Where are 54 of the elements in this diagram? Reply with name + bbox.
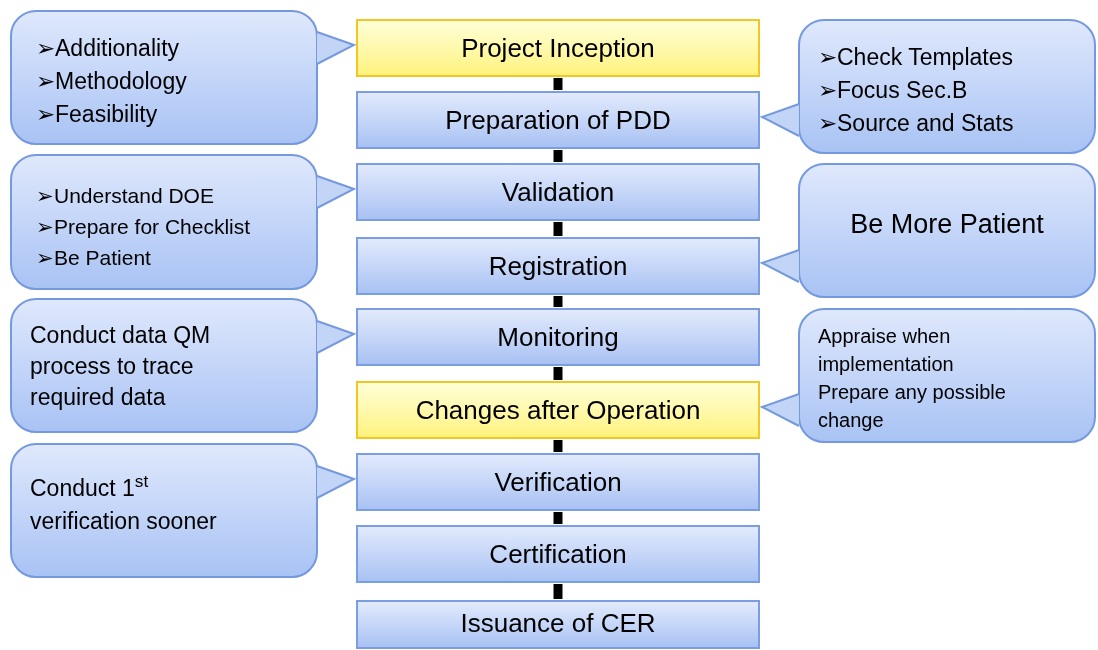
node-text: ➢Be Patient: [36, 245, 152, 271]
node-text: ➢Focus Sec.B: [818, 76, 969, 105]
process-box: [356, 308, 760, 366]
node-text: Registration: [488, 249, 628, 283]
callout-pointer: [316, 31, 357, 65]
node-text: ➢Understand DOE: [36, 183, 215, 209]
connector-line: [553, 512, 563, 524]
callout-pointer: [759, 249, 800, 283]
node-text: Appraise when implementation: [818, 324, 955, 377]
connector-line: [553, 296, 563, 307]
callout-pointer: [759, 103, 800, 137]
connector-line: [553, 584, 563, 599]
highlighted-process-box: [356, 19, 760, 77]
node-text: Monitoring: [497, 320, 619, 354]
node-text: ➢Prepare for Checklist: [36, 214, 252, 240]
node-text: Be More Patient: [850, 208, 1044, 242]
node-text: ➢Feasibility: [36, 100, 159, 129]
speech-bubble: [10, 443, 318, 578]
node-text: Changes after Operation: [415, 393, 701, 427]
speech-bubble: [798, 308, 1096, 443]
callout-pointer: [316, 320, 357, 354]
node-text: ➢Source and Stats: [818, 109, 1015, 138]
callout-pointer: [316, 175, 357, 209]
connector-line: [553, 150, 563, 162]
node-text: Conduct 1$^{st}$ verification sooner: [30, 471, 218, 536]
node-text: Preparation of PDD: [445, 103, 671, 137]
speech-bubble: [798, 19, 1096, 154]
process-box: [356, 453, 760, 511]
connector-line: [553, 78, 563, 90]
process-box: [356, 91, 760, 149]
node-text: Issuance of CER: [460, 607, 656, 640]
connector-line: [553, 222, 563, 236]
speech-bubble: [10, 10, 318, 145]
node-text: ➢Additionality: [36, 34, 181, 63]
process-box: [356, 525, 760, 583]
node-text: Project Inception: [461, 31, 655, 65]
process-box: [356, 600, 760, 649]
process-box: [356, 237, 760, 295]
process-box: [356, 163, 760, 221]
node-text: Verification: [494, 465, 622, 499]
highlighted-process-box: [356, 381, 760, 439]
node-text: Conduct data QM process to trace required data: [30, 321, 212, 412]
callout-pointer: [759, 393, 800, 427]
callout-pointer: [316, 465, 357, 499]
speech-bubble: [10, 298, 318, 433]
node-text: Validation: [501, 175, 615, 209]
connector-line: [553, 367, 563, 380]
node-text: Prepare any possible change: [818, 380, 1007, 433]
node-text: ➢Check Templates: [818, 43, 1014, 72]
node-text: ➢Methodology: [36, 67, 188, 96]
speech-bubble: [798, 163, 1096, 298]
node-text: Certification: [489, 537, 627, 571]
connector-line: [553, 440, 563, 452]
speech-bubble: [10, 154, 318, 290]
